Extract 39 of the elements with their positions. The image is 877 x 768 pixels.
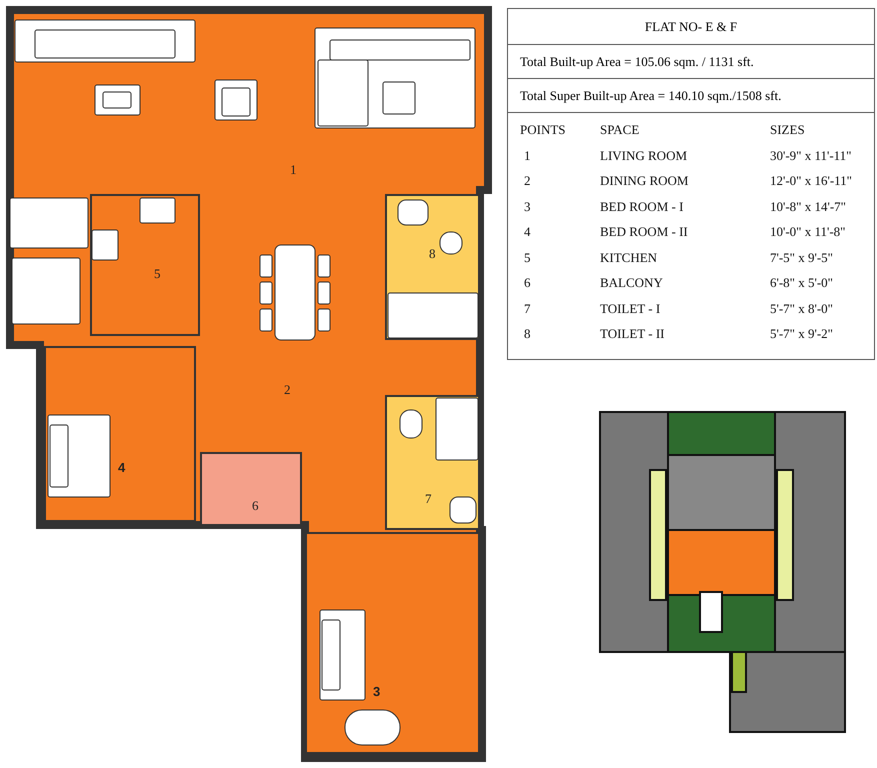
table-cell: 6 (524, 275, 530, 291)
room-number: 5 (154, 266, 160, 282)
table-cell: 1 (524, 148, 530, 164)
table-cell: 5'-7" x 9'-2" (770, 326, 833, 342)
room-area (200, 452, 302, 526)
room-number: 1 (290, 162, 296, 178)
room-number: 8 (429, 246, 436, 262)
table-cell: 10'-8" x 14'-7" (770, 198, 846, 214)
table-cell: TOILET - II (600, 326, 664, 342)
table-cell: TOILET - I (600, 300, 660, 316)
table-cell: 2 (524, 173, 530, 189)
table-cell: 8 (524, 326, 530, 342)
room-number: 7 (425, 491, 432, 507)
table-cell: Total Built-up Area = 105.06 sqm. / 1131 sft. (507, 44, 875, 79)
table-cell: 4 (524, 224, 530, 240)
table-cell: 30'-9" x 11'-11" (770, 148, 852, 164)
table-cell: BED ROOM - II (600, 224, 688, 240)
table-cell: DINING ROOM (600, 173, 688, 189)
table-cell: LIVING ROOM (600, 148, 688, 164)
table-heading: FLAT NO- E & F (507, 8, 875, 45)
room-number: 2 (284, 382, 290, 398)
table-cell: SPACE (600, 122, 640, 138)
table-cell: Total Super Built-up Area = 140.10 sqm./1508 sft. (507, 78, 875, 113)
table-cell: 6'-8" x 5'-0" (770, 275, 833, 291)
table-cell: 3 (524, 198, 530, 214)
table-cell: 7 (524, 300, 530, 316)
table-cell: POINTS (520, 122, 566, 138)
table-cell: 5 (524, 250, 530, 266)
table-cell: 5'-7" x 8'-0" (770, 300, 833, 316)
table-cell: 10'-0" x 11'-8" (770, 224, 846, 240)
room-number: 6 (252, 498, 258, 514)
table-cell: BED ROOM - I (600, 198, 684, 214)
table-cell: 7'-5" x 9'-5" (770, 250, 833, 266)
room-number: 4 (118, 460, 126, 475)
table-cell: 12'-0" x 16'-11" (770, 173, 852, 189)
table-cell: KITCHEN (600, 250, 658, 266)
table-cell: BALCONY (600, 275, 663, 291)
room-number: 3 (373, 684, 380, 699)
table-cell: SIZES (770, 122, 805, 138)
